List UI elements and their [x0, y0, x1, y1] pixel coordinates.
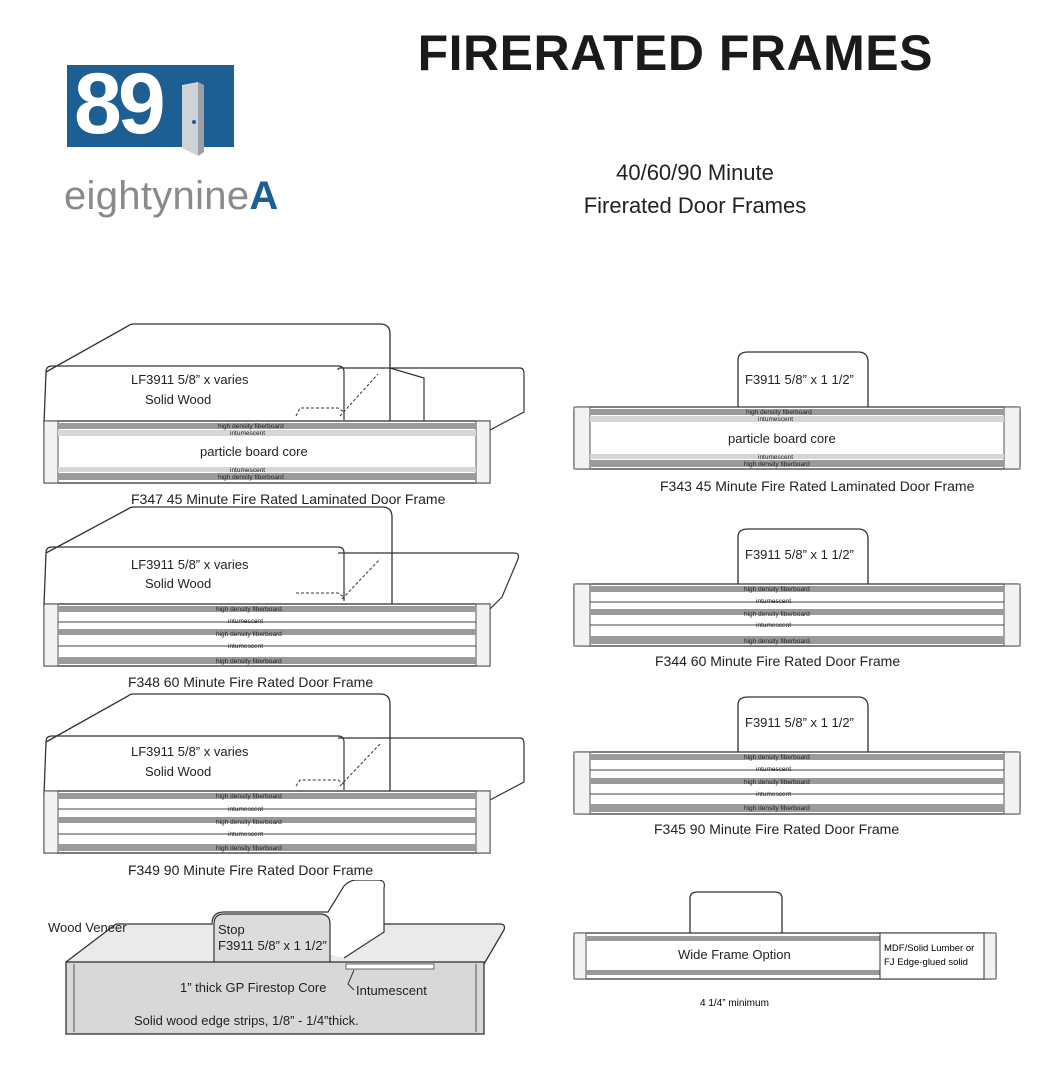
gp-edge: Solid wood edge strips, 1/8” - 1/4”thick… [134, 1013, 359, 1028]
f343-caption: F343 45 Minute Fire Rated Laminated Door… [660, 478, 975, 494]
logo-text-main: eightynine [64, 174, 250, 218]
diagram-f343: F3911 5/8” x 1 1/2” high density fiberbo… [573, 351, 1021, 494]
f343-part-label: F3911 5/8” x 1 1/2” [745, 372, 854, 387]
f349-part-label-1: LF3911 5/8” x varies [131, 744, 249, 759]
f348-part-label-1: LF3911 5/8” x varies [131, 557, 249, 572]
diagram-wide-frame: Wide Frame Option MDF/Solid Lumber or FJ… [573, 891, 997, 1009]
diagram-f345: F3911 5/8” x 1 1/2” high density fiberbo… [573, 696, 1021, 837]
logo-wordmark: eightynineA [64, 174, 279, 219]
f345-layer-int-2: intumescent [756, 791, 791, 798]
f343-layer-int-top: intumescent [758, 416, 793, 423]
subtitle-line-2: Firerated Door Frames [583, 193, 807, 218]
f347-layer-int-bottom: intumescent [230, 467, 265, 474]
f344-layer-hdf-3: high density fiberboard [744, 638, 810, 645]
f347-layer-core: particle board core [200, 444, 308, 459]
gp-stop-size: F3911 5/8” x 1 1/2” [218, 938, 327, 953]
wide-frame-note-2: FJ Edge-glued solid [884, 957, 968, 968]
f343-layer-hdf-top: high density fiberboard [746, 409, 812, 416]
f345-layer-hdf-2: high density fiberboard [744, 779, 810, 786]
f345-part-label: F3911 5/8” x 1 1/2” [745, 715, 854, 730]
door-icon [182, 82, 232, 156]
f349-caption: F349 90 Minute Fire Rated Door Frame [128, 862, 373, 878]
logo-number: 89 [74, 56, 166, 152]
logo-mark [67, 65, 234, 147]
gp-wood-veneer: Wood Veneer [48, 920, 127, 935]
f348-caption: F348 60 Minute Fire Rated Door Frame [128, 674, 373, 690]
f349-layer-int-2: intumescent [228, 831, 263, 838]
f348-layer-hdf-2: high density fiberboard [216, 631, 282, 638]
diagram-f348: LF3911 5/8” x varies Solid Wood high den… [43, 506, 520, 690]
f347-layer-hdf-top: high density fiberboard [218, 423, 284, 430]
f348-layer-int-2: intumescent [228, 643, 263, 650]
gp-intumescent: Intumescent [356, 983, 427, 998]
f344-part-label: F3911 5/8” x 1 1/2” [745, 547, 854, 562]
wide-frame-note-1: MDF/Solid Lumber or [884, 943, 974, 954]
f347-layer-int-top: intumescent [230, 430, 265, 437]
f344-layer-hdf-1: high density fiberboard [744, 586, 810, 593]
wide-frame-minimum: 4 1/4” minimum [700, 998, 769, 1009]
f344-layer-hdf-2: high density fiberboard [744, 611, 810, 618]
f349-part-label-2: Solid Wood [145, 764, 211, 779]
f345-layer-hdf-1: high density fiberboard [744, 754, 810, 761]
diagram-gp-firestop: Wood Veneer Stop F3911 5/8” x 1 1/2” 1” … [48, 880, 506, 1035]
gp-core: 1” thick GP Firestop Core [180, 980, 326, 995]
f348-part-label-2: Solid Wood [145, 576, 211, 591]
diagram-f349: LF3911 5/8” x varies Solid Wood high den… [43, 693, 525, 878]
f349-layer-int-1: intumescent [228, 806, 263, 813]
f349-layer-hdf-1: high density fiberboard [216, 793, 282, 800]
logo-text-accent: A [249, 174, 279, 218]
f348-layer-hdf-3: high density fiberboard [216, 658, 282, 665]
f348-layer-hdf-1: high density fiberboard [216, 606, 282, 613]
f344-layer-int-1: intumescent [756, 598, 791, 605]
f344-layer-int-2: intumescent [756, 622, 791, 629]
f347-layer-hdf-bottom: high density fiberboard [218, 474, 284, 481]
f343-layer-int-bottom: intumescent [758, 454, 793, 461]
page-title: FIRERATED FRAMES [417, 25, 933, 81]
f348-layer-int-1: intumescent [228, 618, 263, 625]
f345-caption: F345 90 Minute Fire Rated Door Frame [654, 821, 899, 837]
f349-layer-hdf-2: high density fiberboard [216, 819, 282, 826]
f343-layer-core: particle board core [728, 431, 836, 446]
f349-layer-hdf-3: high density fiberboard [216, 845, 282, 852]
diagram-f344: F3911 5/8” x 1 1/2” high density fiberbo… [573, 528, 1021, 669]
wide-frame-label: Wide Frame Option [678, 947, 791, 962]
f344-caption: F344 60 Minute Fire Rated Door Frame [655, 653, 900, 669]
diagram-f347: LF3911 5/8” x varies Solid Wood high den… [43, 323, 525, 507]
page-subtitle: 40/60/90 Minute Firerated Door Frames [520, 156, 870, 222]
f345-layer-int-1: intumescent [756, 766, 791, 773]
f345-layer-hdf-3: high density fiberboard [744, 805, 810, 812]
f343-layer-hdf-bottom: high density fiberboard [744, 461, 810, 468]
f347-part-label-1: LF3911 5/8” x varies [131, 372, 249, 387]
gp-stop: Stop [218, 922, 245, 937]
f347-caption: F347 45 Minute Fire Rated Laminated Door… [131, 491, 446, 507]
f347-part-label-2: Solid Wood [145, 392, 211, 407]
subtitle-line-1: 40/60/90 Minute [616, 160, 774, 185]
